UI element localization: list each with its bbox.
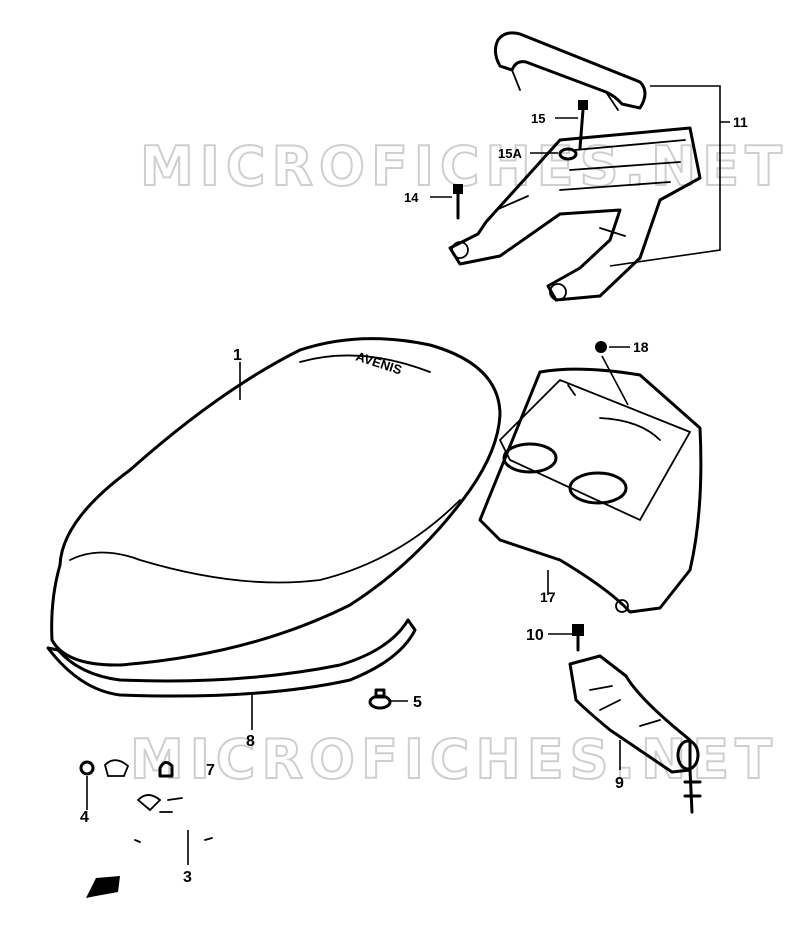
- callout-5: 5: [413, 694, 422, 711]
- callout-3: 3: [183, 869, 192, 886]
- seat: AVENIS: [50, 337, 502, 667]
- bolt-10: [572, 624, 584, 652]
- luggage-carrier-frame: [448, 126, 702, 302]
- callout-15a: 15A: [498, 146, 522, 161]
- callout-7: 7: [206, 762, 215, 779]
- callout-4: 4: [80, 809, 89, 826]
- seat-lock: [568, 654, 700, 774]
- storage-box: [478, 367, 703, 614]
- callout-9: 9: [615, 775, 624, 792]
- hardware-4: [79, 759, 130, 777]
- watermark-top: MICROFICHES.NET: [140, 135, 788, 198]
- callout-18: 18: [633, 339, 649, 355]
- bolt-14: [453, 184, 463, 220]
- front-arrow-marker: [86, 876, 120, 898]
- callout-1: 1: [233, 347, 242, 364]
- hardware-3: [134, 794, 213, 843]
- washer-15a: [558, 147, 578, 161]
- lock-key: [683, 768, 702, 814]
- bolt-15: [578, 100, 588, 150]
- hardware-7: [158, 761, 174, 778]
- rubber-stopper: [368, 688, 392, 710]
- carrier-handle-grip: [493, 31, 647, 111]
- watermark-bottom: MICROFICHES.NET: [130, 728, 778, 791]
- seat-brand-text: AVENIS: [354, 349, 404, 378]
- clip-18: [595, 341, 607, 353]
- callout-11: 11: [733, 114, 748, 130]
- leader-lines: [86, 85, 730, 865]
- callout-8: 8: [246, 733, 255, 750]
- callout-14: 14: [404, 190, 419, 205]
- callout-10: 10: [526, 627, 544, 644]
- callout-17: 17: [540, 589, 556, 605]
- callout-15: 15: [531, 111, 545, 126]
- seat-base-plate: [46, 618, 417, 698]
